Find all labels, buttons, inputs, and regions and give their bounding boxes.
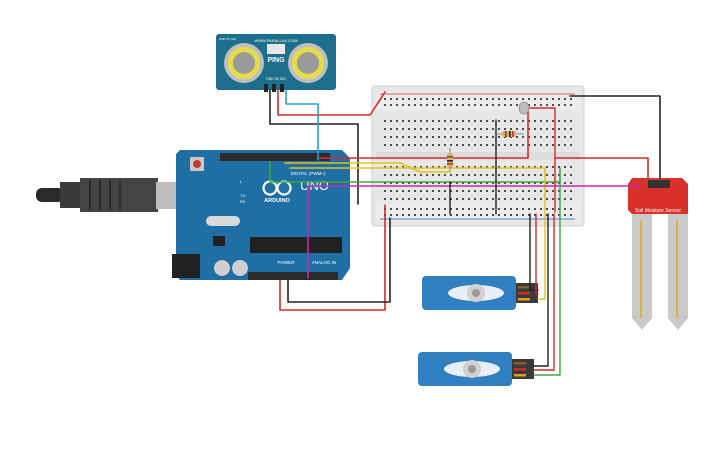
arduino-power-label: POWER [277,260,295,265]
wire-red-rail [554,157,649,179]
wire-servo2-green [533,181,561,376]
ultrasonic-sensor: WWW.PARALLAX.COM PING GND 5V SIG GND 5V … [216,34,336,92]
wire-ultrasonic-sig [285,89,319,161]
wire-ultrasonic-gnd [269,89,359,205]
wire-green-1 [269,161,561,183]
breadboard-holes [384,98,572,216]
ultrasonic-corner-label: GND 5V SIG [219,37,237,41]
breadboard [371,85,585,227]
arduino-analog-label: ANALOG IN [312,260,337,265]
arduino-l-label: L [240,179,243,184]
wire-red-power [279,204,386,311]
wire-servo2-red [533,213,555,371]
soil-sensor-label: Soil Moisture Sensor [635,208,681,214]
wire-servo2-black [533,213,549,367]
wire-servo1-red [535,213,539,295]
ultrasonic-url: WWW.PARALLAX.COM [254,38,297,43]
wires [269,89,661,376]
arduino-logo-text: ARDUINO [264,198,290,204]
resistor-top [494,131,524,137]
led [518,101,530,115]
arduino-rx-label: RX [240,199,246,204]
arduino-digital-label: DIGITAL (PWM~) [291,171,326,176]
wire-magenta [307,185,641,201]
resistor-middle [447,148,453,172]
wire-servo1-yellow [537,195,546,300]
soil-moisture-sensor: Soil Moisture Sensor [628,178,688,330]
arduino-tx-label: TX [240,193,245,198]
ultrasonic-brand: PING [267,57,285,64]
servo-motor-bottom [418,352,534,386]
wire-black-rail [569,95,661,179]
arduino-uno: UNO ARDUINO DIGITAL (PWM~) POWER ANALOG … [172,150,350,280]
wire-ultrasonic-5v [277,89,386,116]
usb-cable [36,178,186,212]
servo-motor-top [422,276,538,310]
wire-black-power [287,217,391,303]
wire-red-1 [319,107,529,159]
wire-red-bb [527,107,556,213]
ultrasonic-pin-labels: GND 5V SIG [266,77,286,81]
